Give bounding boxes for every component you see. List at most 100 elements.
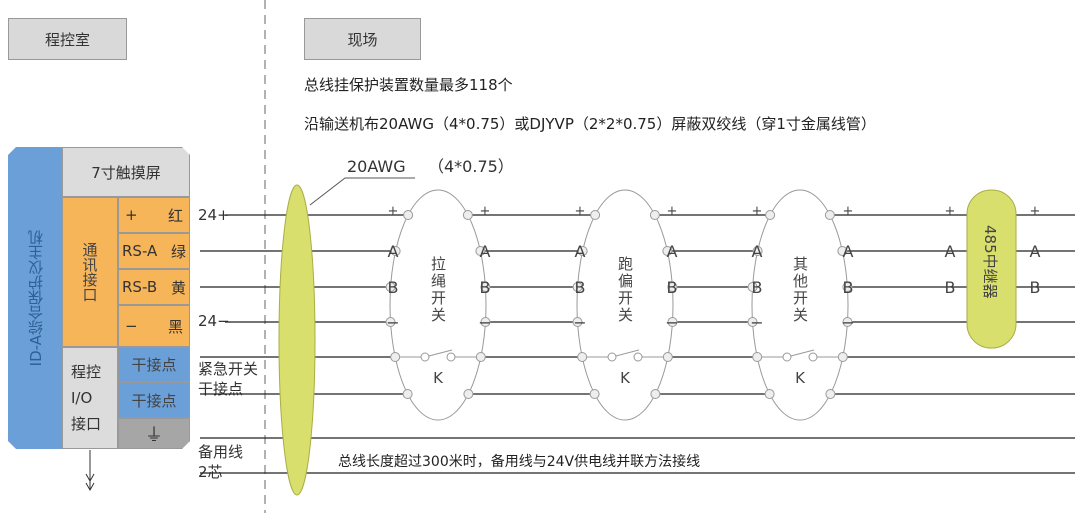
terminal-node (589, 389, 600, 399)
terminal-node (572, 282, 583, 292)
switch-contact-icon (424, 349, 453, 358)
switch-ellipse (576, 189, 674, 421)
terminal-mark: + (480, 204, 491, 219)
terminal-node (667, 317, 678, 327)
note-spare: 总线长度超过300米时，备用线与24V供电线并联方法接线 (338, 454, 701, 470)
contact-node (420, 352, 430, 362)
contact-node (607, 352, 617, 362)
terminal-rs-b: RS-B 黄 (118, 269, 190, 305)
terminal-mark: A (843, 242, 854, 261)
terminal-mark: − (665, 313, 678, 332)
terminal-mark: − (478, 313, 491, 332)
terminal-node (662, 352, 673, 362)
switch-ellipse (751, 189, 849, 421)
ground-icon: ⏚ (118, 418, 190, 449)
terminal-color: 黑 (167, 317, 183, 336)
terminal-mark: B (480, 278, 491, 297)
terminal-sig: RS-B (122, 278, 158, 296)
terminal-node (825, 389, 836, 399)
note-cable: 沿输送机布20AWG（4*0.75）或DJYVP（2*2*0.75）屏蔽双绞线（… (304, 115, 876, 133)
switch-contact-label: K (433, 369, 444, 387)
tab-control-room: 程控室 (8, 18, 127, 60)
terminal-node (480, 282, 491, 292)
terminal-mark: B (388, 278, 399, 297)
terminal-node (475, 352, 486, 362)
terminal-node (572, 317, 583, 327)
terminal-node (842, 282, 853, 292)
host-title: ID-A综合保护仪主机 (8, 147, 62, 449)
cable-leader-line (309, 177, 415, 206)
switch-contact-label: K (620, 369, 631, 387)
switch-unit: K (747, 189, 853, 421)
repeater-label: 485中继器 (981, 225, 999, 299)
terminal-mark: + (843, 204, 854, 219)
switch-contact-icon (786, 349, 815, 358)
terminal-node (577, 352, 588, 362)
switch-label-pull-cord: 拉绳开关 (429, 256, 447, 324)
terminal-mark: + (945, 204, 956, 219)
switch-label-deviation: 跑偏开关 (616, 256, 634, 324)
terminal-node (764, 389, 775, 399)
terminal-node (403, 210, 414, 220)
label-spare: 备用线 (198, 443, 244, 461)
terminal-node (662, 246, 673, 256)
cable-spec: （4*0.75） (428, 157, 514, 176)
terminal-mark: − (750, 313, 763, 332)
terminal-node (650, 389, 661, 399)
repeater-485 (966, 189, 1017, 349)
terminal-node (385, 317, 396, 327)
terminal-mark: B (575, 278, 586, 297)
dry-contact-2: 干接点 (118, 382, 190, 418)
terminal-sig: + (125, 206, 138, 224)
terminal-node (765, 210, 776, 220)
label-24plus: 24+ (198, 206, 230, 224)
terminal-mark: B (752, 278, 763, 297)
terminal-mark: A (388, 242, 399, 261)
terminal-mark: B (667, 278, 678, 297)
contact-node (446, 352, 456, 362)
terminal-mark: + (752, 204, 763, 219)
io-text: I/O (71, 389, 93, 407)
terminal-mark: A (667, 242, 678, 261)
terminal-mark: − (841, 313, 854, 332)
terminal-node (667, 282, 678, 292)
switch-unit: K (572, 189, 678, 421)
terminal-node (590, 210, 601, 220)
cable-awg: 20AWG (347, 157, 406, 176)
switch-contact-icon (611, 349, 640, 358)
terminal-minus: −黑 (118, 305, 190, 347)
terminal-node (649, 210, 660, 220)
terminal-mark: B (843, 278, 854, 297)
terminal-mark: B (1030, 278, 1041, 297)
comm-interface: 通讯接口 (62, 197, 118, 347)
terminal-node (402, 389, 413, 399)
dry-contact-1: 干接点 (118, 347, 190, 382)
contact-node (782, 352, 792, 362)
cable-bundle (278, 184, 316, 496)
terminal-node (837, 352, 848, 362)
terminal-mark: A (752, 242, 763, 261)
terminal-node (480, 317, 491, 327)
terminal-color: 绿 (170, 242, 186, 261)
terminal-mark: A (945, 242, 956, 261)
terminal-plus: +红 (118, 197, 190, 233)
note-max-devices: 总线挂保护装置数量最多118个 (304, 76, 513, 94)
contact-node (633, 352, 643, 362)
terminal-color: 黄 (170, 278, 186, 297)
terminal-mark: − (386, 313, 399, 332)
switch-contact-label: K (795, 369, 806, 387)
io-arrow-icon (85, 473, 95, 492)
terminal-node (747, 317, 758, 327)
io-text: 程控 (71, 363, 102, 381)
terminal-node (390, 352, 401, 362)
terminal-mark: B (945, 278, 956, 297)
comm-interface-text: 通讯接口 (80, 242, 99, 302)
touch-screen: 7寸触摸屏 (62, 147, 190, 197)
terminal-mark: + (575, 204, 586, 219)
label-estop: 紧急开关 (198, 360, 259, 378)
terminal-mark: + (388, 204, 399, 219)
terminal-node (385, 282, 396, 292)
terminal-mark: + (667, 204, 678, 219)
